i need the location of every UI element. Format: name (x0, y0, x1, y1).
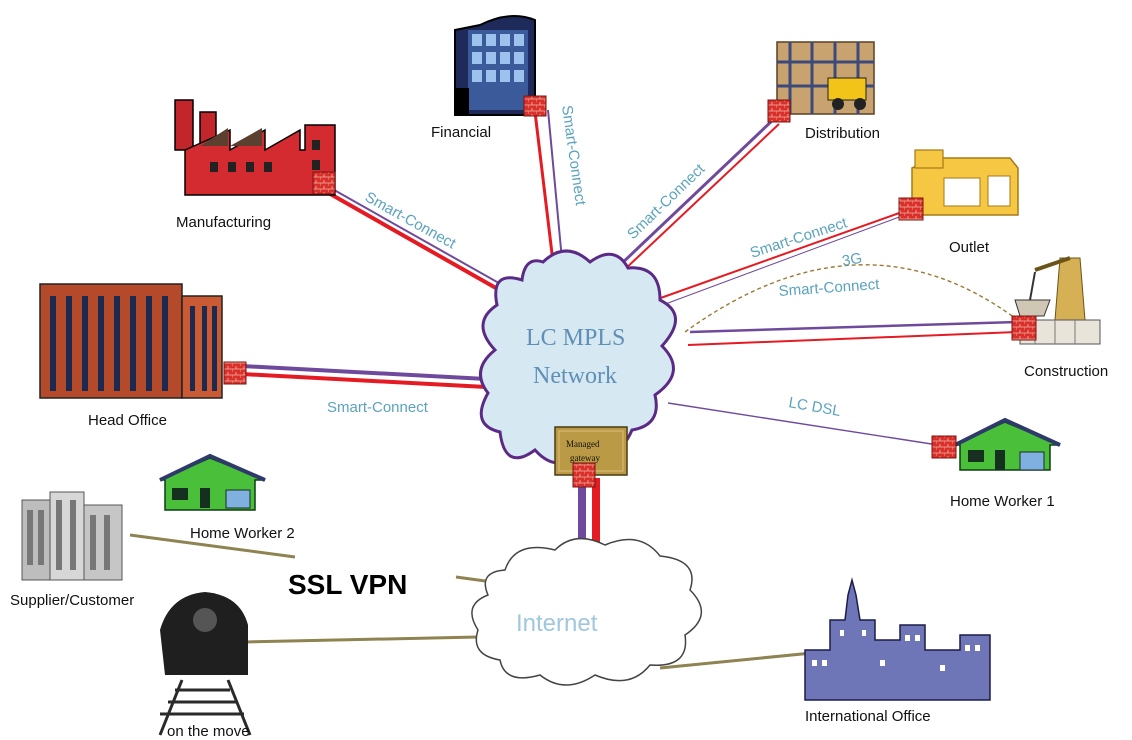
site-label-distribution: Distribution (805, 125, 880, 142)
on-the-move-train-icon (158, 592, 252, 736)
site-label-home-worker-1: Home Worker 1 (950, 493, 1055, 510)
mpls-network-cloud: LC MPLS Network (479, 249, 677, 465)
international-office-city-icon (804, 577, 991, 701)
home-worker-1-house-icon (931, 417, 1061, 471)
site-label-on-the-move: on the move (167, 723, 250, 740)
site-label-outlet: Outlet (949, 239, 990, 256)
site-label-construction: Construction (1024, 363, 1108, 380)
internet-label: Internet (516, 610, 598, 637)
site-label-head-office: Head Office (88, 412, 167, 429)
distribution-warehouse-icon (767, 41, 875, 123)
link-label-financial: Smart-Connect (558, 104, 589, 207)
financial-building-icon (454, 15, 547, 117)
mpls-label-line2: Network (533, 363, 617, 389)
site-label-financial: Financial (431, 124, 491, 141)
site-label-manufacturing: Manufacturing (176, 214, 271, 231)
site-label-international-office: International Office (805, 708, 931, 725)
link-label-construction: Smart-Connect (778, 276, 881, 300)
site-label-supplier-customer: Supplier/Customer (10, 592, 134, 609)
managed-gateway: Managed gateway (554, 426, 628, 488)
gateway-label-line1: Managed (566, 439, 600, 449)
internet-cloud: Internet (471, 537, 702, 686)
site-label-home-worker-2: Home Worker 2 (190, 525, 295, 542)
construction-crane-icon (1011, 256, 1101, 345)
link-label-home-worker-1: LC DSL (787, 394, 842, 420)
outlet-shop-icon (898, 149, 1019, 221)
gateway-label-line2: gateway (570, 453, 600, 463)
supplier-customer-buildings-icon (21, 491, 123, 581)
link-label-3g: 3G (841, 250, 864, 270)
head-office-tower-icon (39, 283, 247, 399)
mpls-label-line1: LC MPLS (526, 325, 625, 351)
link-label-head-office: Smart-Connect (327, 399, 429, 416)
manufacturing-factory-icon (174, 99, 336, 196)
home-worker-2-house-icon (159, 453, 266, 511)
connection-links (129, 109, 1019, 670)
ssl-vpn-label: SSL VPN (288, 569, 407, 600)
